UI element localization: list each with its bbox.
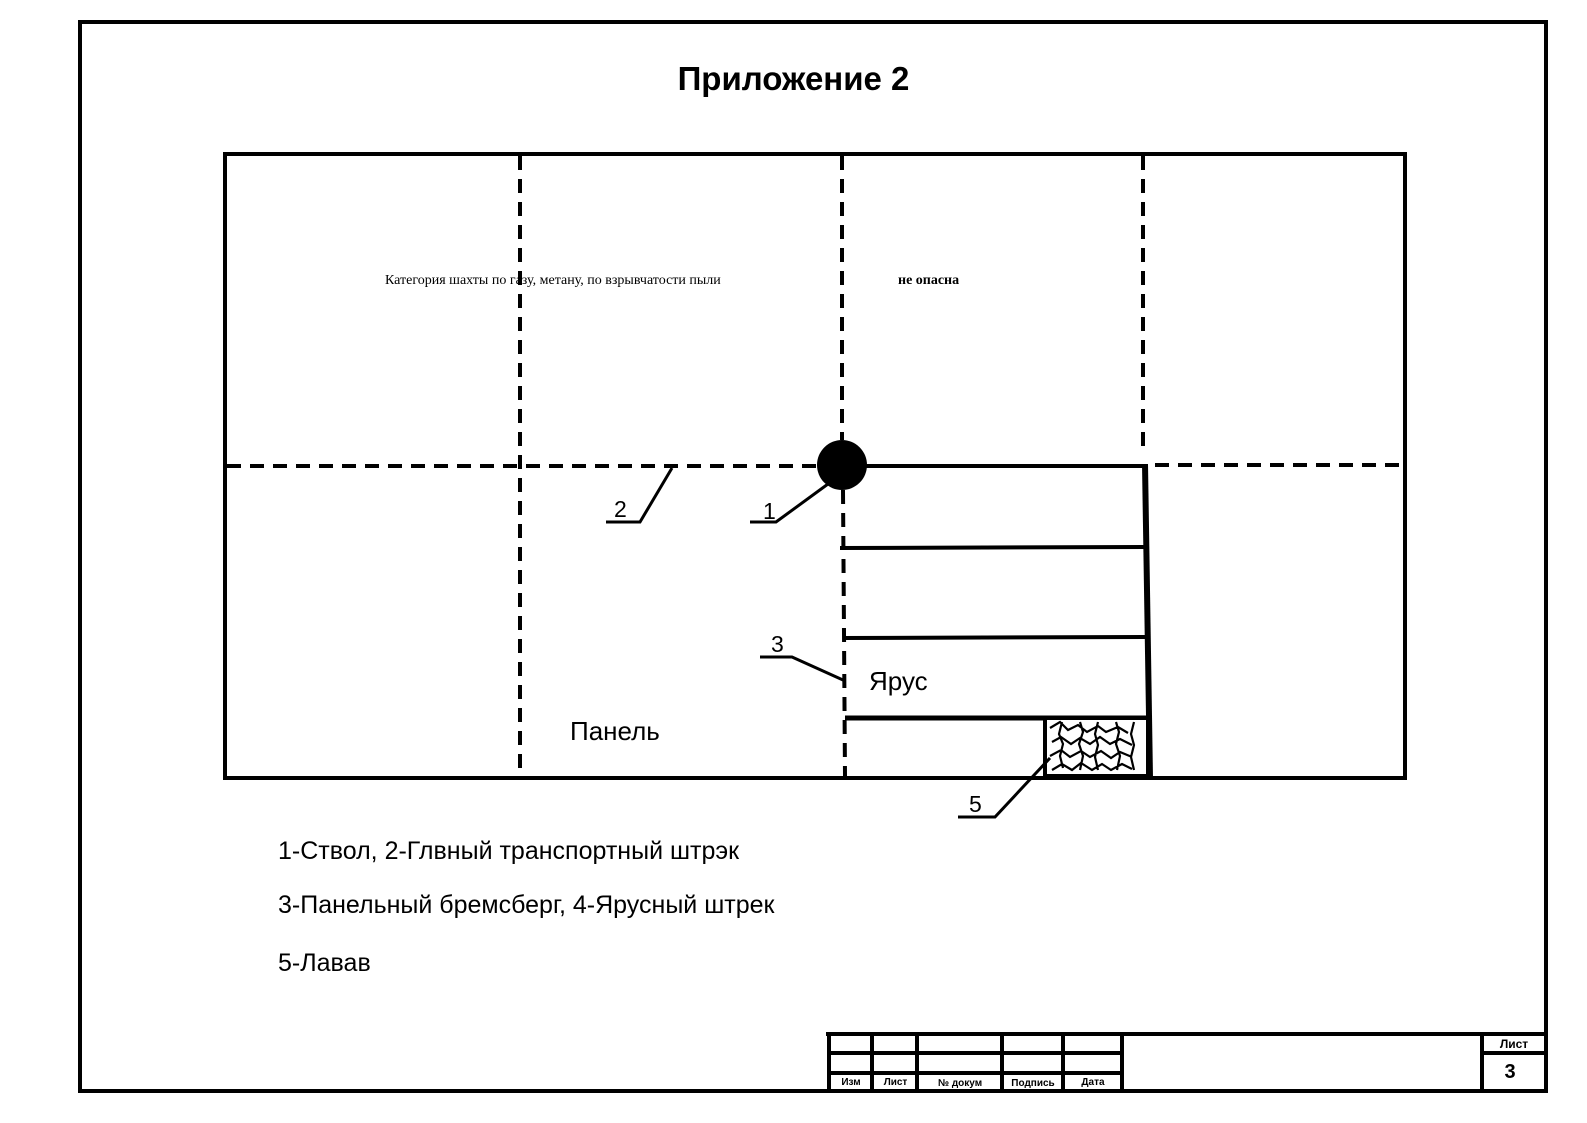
tier-label: Ярус [869,666,928,696]
callout-3-leader [760,655,844,682]
page-title: Приложение 2 [677,60,910,97]
callout-1-label: 1 [763,498,776,524]
gas-category-value: не опасна [898,273,960,288]
tier-drift-2 [842,635,1148,640]
stamp-col-change: Изм [841,1077,861,1088]
callout-2-label: 2 [614,496,627,522]
tier-drift-1 [839,545,1147,550]
stamp-col-doc-number: № докум [937,1078,983,1089]
mine-field-boundary [223,152,1407,780]
callout-5-leader [958,756,1052,819]
callout-5-label: 5 [969,791,982,817]
callout-2-leader [606,467,674,524]
stamp-col-sheet: Лист [883,1077,908,1088]
shaft-icon [817,440,867,490]
legend-line-3: 5-Лавав [278,949,371,977]
stamp-sheet-label: Лист [1499,1037,1529,1051]
stamp-col-date: Дата [1081,1077,1105,1088]
gas-category-label: Категория шахты по газу, метану, по взры… [385,273,721,288]
stamp-sheet-number: 3 [1504,1061,1516,1083]
legend-line-1: 1-Ствол, 2-Глвный транспортный штрэк [278,837,740,865]
drawing-frame [78,20,1548,1093]
longwall-icon [1043,716,1150,778]
callout-3-label: 3 [771,631,784,657]
stamp-col-signature: Подпись [1011,1078,1055,1089]
title-block [826,1032,1546,1091]
legend-line-2: 3-Панельный бремсберг, 4-Ярусный штрек [278,891,775,919]
panel-label: Панель [570,716,660,746]
callout-1-leader [750,482,829,524]
panel-boundary-2-bottom [841,489,847,777]
